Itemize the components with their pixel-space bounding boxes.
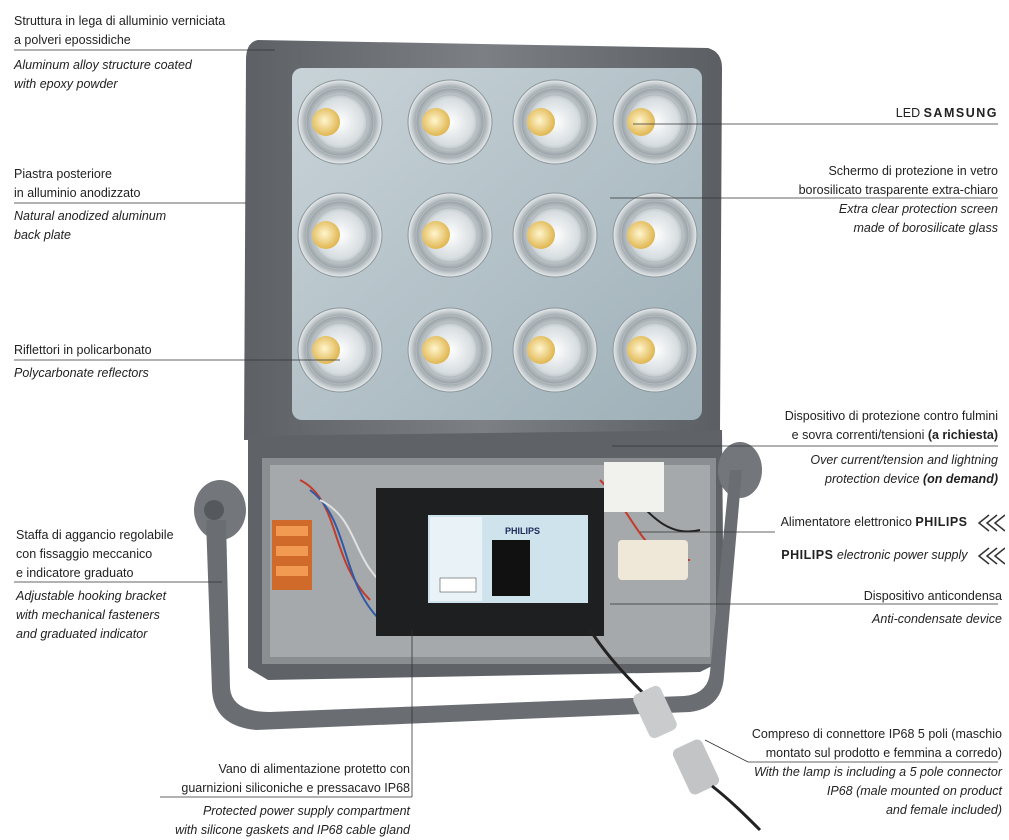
glass-screen [292, 68, 702, 420]
reflector [612, 307, 698, 393]
led-chip [627, 336, 655, 364]
surge-protection-device [604, 462, 664, 512]
led-chip [527, 108, 555, 136]
reflector [512, 79, 598, 165]
led-chip [527, 221, 555, 249]
label-backplate: Piastra posteriore in alluminio anodizza… [14, 167, 167, 242]
label-compartment: Vano di alimentazione protetto con guarn… [175, 762, 410, 837]
label-surge: Dispositivo di protezione contro fulmini… [784, 409, 998, 486]
label-connector: Compreso di connettore IP68 5 poli (masc… [751, 727, 1002, 817]
led-chip [627, 108, 655, 136]
reflector [612, 192, 698, 278]
reflector-grid [297, 79, 698, 393]
led-chip [422, 221, 450, 249]
reflector [297, 192, 383, 278]
anticondensate-module [618, 540, 688, 580]
reflector [407, 307, 493, 393]
hooking-bracket [206, 470, 742, 730]
philips-chevron-icon [977, 514, 1005, 532]
label-bracket: Staffa di aggancio regolabile con fissag… [16, 528, 174, 641]
label-structure: Struttura in lega di alluminio verniciat… [14, 14, 226, 91]
reflector [407, 79, 493, 165]
led-chip [312, 221, 340, 249]
reflector [612, 79, 698, 165]
label-anticondensate: Dispositivo anticondensa Anti-condensate… [863, 589, 1002, 626]
label-screen: Schermo di protezione in vetro borosilic… [798, 164, 998, 235]
label-power-en: PHILIPS electronic power supply [700, 546, 1005, 565]
led-chip [627, 221, 655, 249]
ip68-connector [633, 685, 720, 795]
philips-chevron-icon [977, 547, 1005, 565]
reflector [297, 307, 383, 393]
reflector [512, 192, 598, 278]
reflector [407, 192, 493, 278]
led-chip [422, 336, 450, 364]
reflector [297, 79, 383, 165]
label-reflectors: Riflettori in policarbonato Polycarbonat… [14, 343, 152, 380]
led-chip [312, 336, 340, 364]
led-chip [527, 336, 555, 364]
label-led: LED SAMSUNG [895, 106, 998, 120]
driver-brand-text: PHILIPS [505, 526, 540, 536]
label-power-it: Alimentatore elettronico PHILIPS [700, 513, 1005, 532]
led-chip [312, 108, 340, 136]
reflector [512, 307, 598, 393]
led-chip [422, 108, 450, 136]
leader-lines [14, 49, 998, 798]
